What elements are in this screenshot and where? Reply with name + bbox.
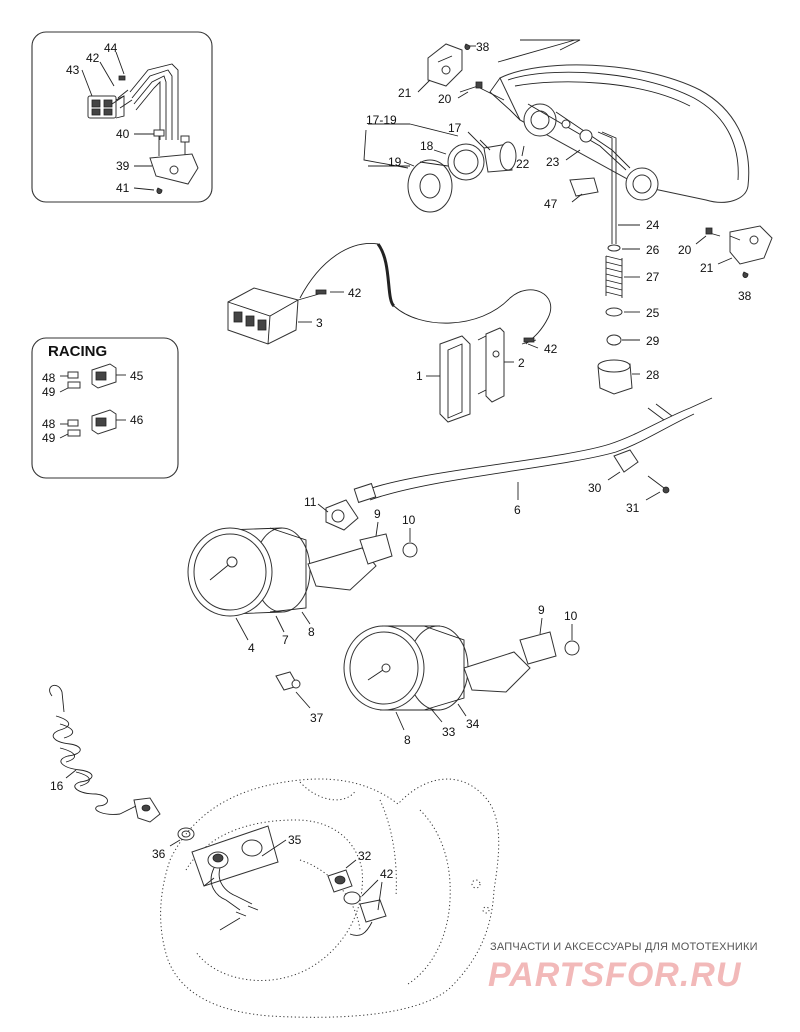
console-outline — [160, 778, 500, 1018]
callout-21-top: 21 — [398, 86, 412, 100]
callout-33: 16 — [50, 779, 64, 793]
callout-29: 29 — [646, 334, 660, 348]
bulb-37 — [275, 671, 301, 691]
callout-8-upper: 8 — [308, 625, 315, 639]
callout-7-lower: 33 — [442, 725, 456, 739]
callout-8-lower: 34 — [466, 717, 480, 731]
bracket-39 — [149, 153, 199, 185]
console-panel-16 — [191, 825, 279, 887]
watermark-brand: PARTSFOR.RU — [488, 956, 742, 994]
connector-43 — [87, 95, 125, 119]
safety-lanyard — [49, 684, 195, 841]
callout-4: 4 — [248, 641, 255, 655]
callout-34: 36 — [152, 847, 166, 861]
callout-27: 27 — [646, 270, 660, 284]
connector-block-3 — [227, 287, 299, 345]
callout-17: 17 — [448, 121, 462, 135]
callout-48-lower: 48 — [42, 417, 56, 431]
callout-28: 28 — [646, 368, 660, 382]
callout-45: 45 — [130, 369, 144, 383]
harness-inset: 44 42 43 40 39 41 — [31, 31, 213, 203]
callout-11: 11 — [304, 495, 317, 509]
callout-36: 32 — [358, 849, 372, 863]
gauge-4 — [187, 499, 418, 617]
headlight-housing — [479, 39, 750, 203]
watermark: ЗАПЧАСТИ И АКСЕССУАРЫ ДЛЯ МОТОТЕХНИКИ PA… — [488, 941, 758, 994]
callout-18: 18 — [420, 139, 434, 153]
callout-49-upper: 49 — [42, 385, 56, 399]
switch-32 — [207, 851, 259, 917]
callout-44: 44 — [104, 41, 118, 55]
callout-42-wire: 42 — [348, 286, 362, 300]
callout-42-lower: 42 — [544, 342, 558, 356]
speedometer-cable — [353, 397, 713, 504]
bezel-1 — [439, 335, 471, 423]
callout-9-lower: 9 — [538, 603, 545, 617]
racing-title: RACING — [48, 343, 107, 360]
callout-48-upper: 48 — [42, 371, 56, 385]
callout-23: 23 — [546, 155, 560, 169]
callout-7-upper: 7 — [282, 633, 289, 647]
bracket-21-right — [705, 225, 773, 278]
callout-35: 42 — [380, 867, 394, 881]
watermark-tagline: ЗАПЧАСТИ И АКСЕССУАРЫ ДЛЯ МОТОТЕХНИКИ — [490, 941, 758, 953]
callout-17-19: 17-19 — [366, 113, 397, 127]
callout-47: 47 — [544, 197, 558, 211]
wire-harness — [297, 243, 552, 345]
callout-43: 43 — [66, 63, 80, 77]
adjuster-rod — [569, 131, 633, 395]
clip-2 — [477, 327, 505, 403]
callout-46: 46 — [130, 413, 144, 427]
callout-38-right: 38 — [738, 289, 752, 303]
callout-19: 19 — [388, 155, 402, 169]
racing-inset: RACING 45 48 49 46 48 49 — [31, 337, 179, 479]
bulb-socket-assembly — [407, 139, 517, 213]
callout-38-top: 38 — [476, 40, 490, 54]
callout-42: 42 — [86, 51, 100, 65]
callout-26: 26 — [646, 243, 660, 257]
callout-22: 22 — [516, 157, 530, 171]
callout-24: 24 — [646, 218, 660, 232]
callout-9-upper: 9 — [374, 507, 381, 521]
callout-10-upper: 10 — [402, 513, 416, 527]
callout-6: 6 — [514, 503, 521, 517]
callout-49-lower: 49 — [42, 431, 56, 445]
callout-30: 30 — [588, 481, 602, 495]
switch-35 — [343, 891, 387, 936]
callout-10-lower: 10 — [564, 609, 578, 623]
callout-39: 39 — [116, 159, 130, 173]
gauge-5 — [343, 625, 580, 711]
callout-20-top: 20 — [438, 92, 452, 106]
callout-2: 2 — [518, 356, 525, 370]
callout-21-right: 21 — [700, 261, 714, 275]
callout-37: 37 — [310, 711, 324, 725]
key-36 — [327, 869, 353, 893]
callout-5: 8 — [404, 733, 411, 747]
callout-1: 1 — [416, 369, 423, 383]
callout-3: 3 — [316, 316, 323, 330]
callout-16: 35 — [288, 833, 302, 847]
callout-20-right: 20 — [678, 243, 692, 257]
bracket-21-top — [427, 43, 483, 93]
callout-41: 41 — [116, 181, 130, 195]
callout-31: 31 — [626, 501, 640, 515]
callout-40: 40 — [116, 127, 130, 141]
callout-25: 25 — [646, 306, 660, 320]
